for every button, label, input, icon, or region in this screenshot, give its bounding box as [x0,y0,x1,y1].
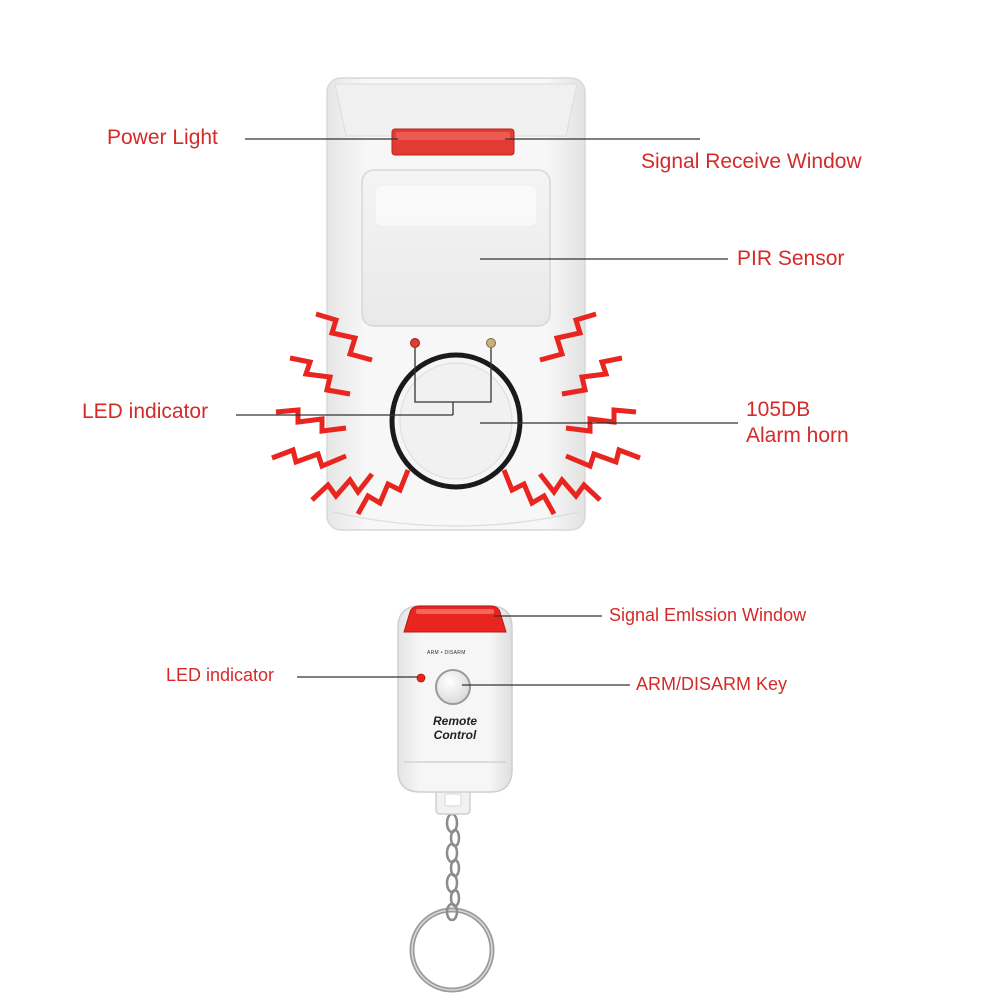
sound-wave-right-4 [565,446,641,470]
keyfob-button-caption: ARM • DISARM [427,650,466,656]
label-arm-disarm-key: ARM/DISARM Key [636,674,788,694]
sound-wave-right-2 [561,355,623,397]
sound-wave-left-3 [275,407,347,434]
power-light-highlight [396,132,510,140]
detector-leader-lines [236,138,738,424]
label-signal-emission-window: Signal Emlssion Window [609,605,807,625]
label-alarm-horn: Alarm horn [746,424,849,447]
keyfob-brand-text: Remote Control [415,714,495,743]
label-signal-receive-window: Signal Receive Window [641,150,862,173]
sound-wave-left-4 [271,446,347,470]
detector-bottom-edge [332,511,580,527]
remote-keyfob [397,605,513,993]
label-remote-led-indicator: LED indicator [166,665,275,685]
sound-wave-right-3 [565,407,637,434]
sound-wave-right-6 [501,469,557,516]
keyfob-text-line1: Remote [432,714,477,728]
label-power-light: Power Light [107,126,218,149]
sound-waves [271,311,641,516]
sound-wave-left-2 [289,355,351,397]
remote-led [416,673,426,683]
key-chain [445,812,461,922]
sound-wave-left-6 [355,469,411,516]
motion-detector [326,77,586,531]
label-led-indicator: LED indicator [82,400,209,423]
arm-disarm-button [435,669,471,705]
sound-wave-right-1 [539,311,597,363]
sound-wave-left-5 [310,472,374,502]
pir-lens-highlight [376,186,536,226]
detector-top-cap [334,83,578,137]
label-pir-sensor: PIR Sensor [737,247,845,270]
alarm-horn-inner [399,362,513,480]
keyfob-loop-hole [444,793,462,807]
led-amber [486,338,496,348]
emission-window-highlight [416,609,494,614]
remote-leader-lines [297,615,630,686]
led-red [410,338,420,348]
key-ring-highlight [411,909,493,991]
sound-wave-left-1 [315,311,373,363]
sound-wave-right-5 [538,472,602,502]
keyfob-text-line2: Control [433,728,477,743]
label-alarm-db: 105DB [746,398,811,421]
